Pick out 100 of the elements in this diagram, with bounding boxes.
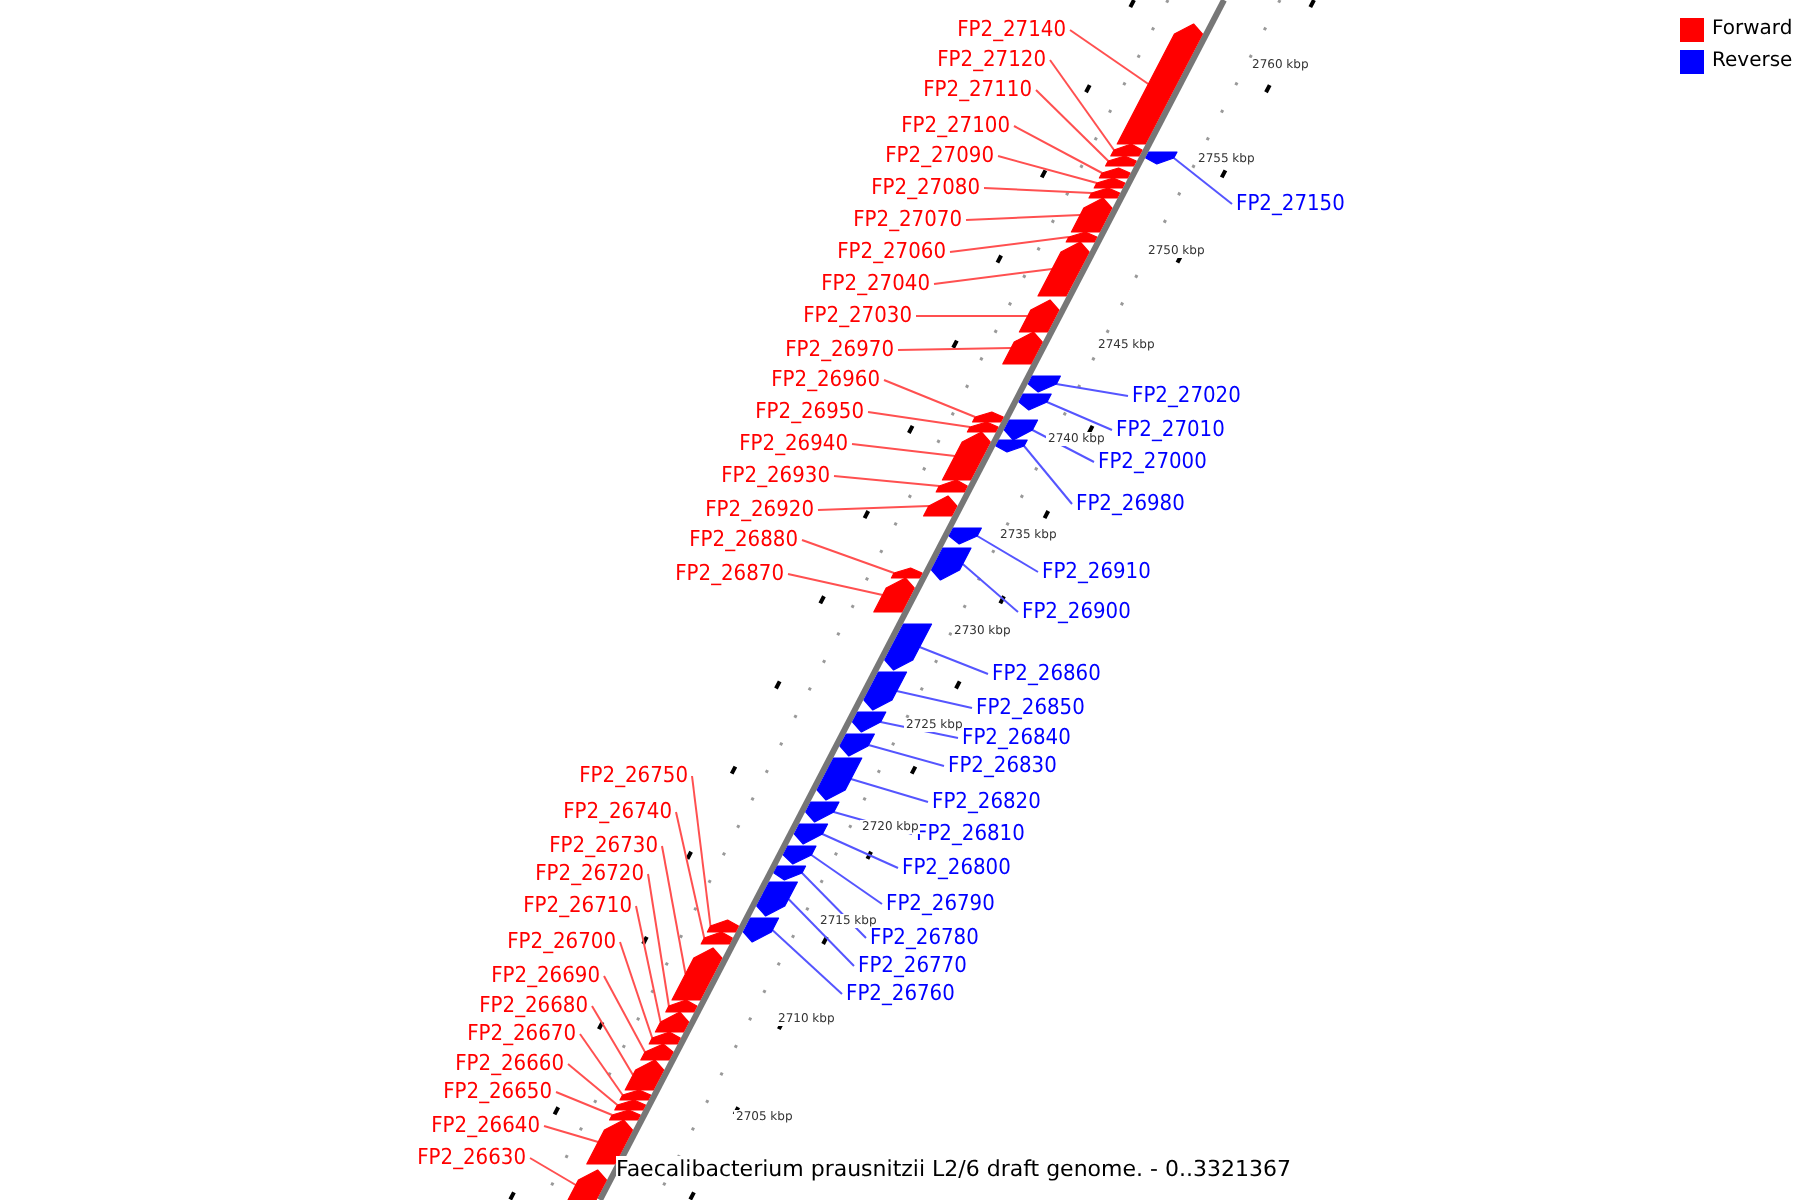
leader-line [787,898,855,967]
gene-label: FP2_26630 [417,1146,526,1170]
caption: Faecalibacterium prausnitzii L2/6 draft genome. - 0..3321367 [616,1156,1291,1182]
leader-line [787,573,884,596]
gene-label: FP2_26840 [962,726,1071,750]
gene-label: FP2_26970 [785,338,894,362]
gene-block [609,1109,641,1121]
leader-line [635,905,662,1023]
gene-label: FP2_26960 [771,368,880,392]
gene-label: FP2_26940 [739,432,848,456]
gene-label: FP2_26930 [721,464,830,488]
leader-line [591,1005,634,1076]
leader-line [949,236,1070,253]
leader-line [771,929,843,995]
leader-line [555,1091,614,1116]
gene-block [972,411,1004,423]
leader-line [1045,401,1113,431]
gene-label: FP2_27110 [923,78,1032,102]
gene-block [1145,151,1178,165]
leader-line [851,443,956,457]
leader-line [801,539,896,574]
legend-label: Forward [1712,18,1793,42]
gene-block [782,845,817,865]
gene-block [654,1011,690,1033]
leader-line [965,214,1082,221]
leader-line [1013,125,1104,174]
gene-label: FP2_26790 [886,892,995,916]
gene-label: FP2_26730 [549,834,658,858]
gene-label: FP2_26700 [507,930,616,954]
gene-label: FP2_27150 [1236,192,1345,216]
gene-block [890,567,923,579]
gene-block [923,495,958,517]
gene-block [1002,331,1043,365]
leader-line [579,1033,624,1096]
gene-label: FP2_27120 [937,48,1046,72]
gene-block [1027,375,1061,393]
gene-block [648,1031,681,1045]
gene-label: FP2_27140 [957,18,1066,42]
gene-label: FP2_27060 [837,240,946,264]
leader-line [976,535,1039,573]
gene-label: FP2_26670 [467,1022,576,1046]
gene-label: FP2_26980 [1076,492,1185,516]
gene-label: FP2_26810 [916,822,1025,846]
leader-line [619,941,654,1039]
gene-label: FP2_26780 [870,926,979,950]
gene-label: FP2_26920 [705,498,814,522]
leader-line [983,187,1093,194]
gene-block [1088,187,1121,199]
gene-label: FP2_26860 [992,662,1101,686]
leader-line [661,845,687,975]
gene-block [852,711,887,733]
gene-label: FP2_26850 [976,696,1085,720]
leader-line [933,268,1054,285]
gene-label: FP2_26950 [755,400,864,424]
leader-line [810,854,883,905]
leader-line [915,315,1029,317]
leader-line [961,563,1019,613]
gene-block [700,931,733,945]
gene-block [884,623,933,671]
leader-line [675,811,706,939]
leader-line [603,975,646,1053]
leader-line [895,690,973,709]
legend-label: Reverse [1712,50,1793,74]
gene-block [839,733,875,757]
gene-label: FP2_26820 [932,790,1041,814]
gene-label: FP2_26870 [675,562,784,586]
gene-label: FP2_27000 [1098,450,1207,474]
gene-block [793,823,829,845]
gene-block [1093,177,1126,189]
gene-block [1018,299,1060,333]
gene-label: FP2_26650 [443,1080,552,1104]
leader-line [817,505,930,511]
gene-label: FP2_27070 [853,208,962,232]
gene-label: FP2_26710 [523,894,632,918]
leader-line [529,1157,577,1186]
leader-line [1055,383,1129,397]
gene-label: FP2_26800 [902,856,1011,880]
gene-label: FP2_27040 [821,272,930,296]
leader-line [1035,89,1110,162]
gene-label: FP2_27080 [871,176,980,200]
gene-block [1105,155,1137,167]
gene-label: FP2_27010 [1116,418,1225,442]
gene-label: FP2_26690 [491,964,600,988]
gene-label: FP2_27020 [1132,384,1241,408]
leader-line [849,778,929,803]
gene-block [805,801,840,823]
leader-line [867,744,945,767]
leader-line [647,873,670,1007]
gene-block [706,919,739,933]
leader-line [1023,445,1073,505]
gene-label: FP2_27030 [803,304,912,328]
gene-label: FP2_26900 [1022,600,1131,624]
gene-label: FP2_26760 [846,982,955,1006]
gene-label: FP2_26910 [1042,560,1151,584]
gene-label: FP2_26660 [455,1052,564,1076]
gene-block [948,527,982,545]
leader-line [833,475,941,487]
gene-block [773,865,807,881]
gene-block [1018,393,1052,411]
gene-label: FP2_26880 [689,528,798,552]
